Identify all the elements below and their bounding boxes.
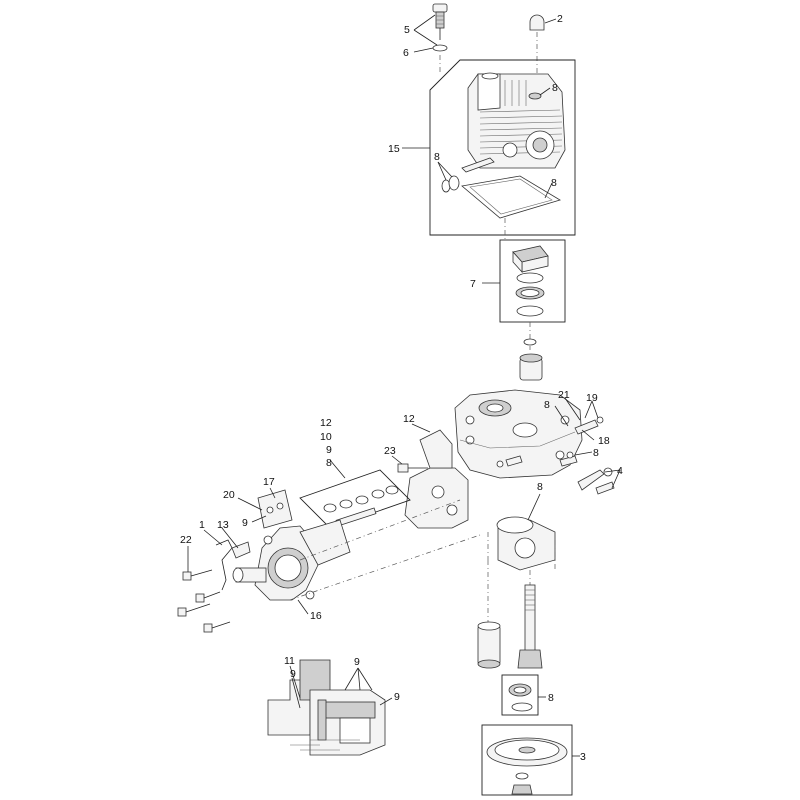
callout-17: 17 <box>263 476 275 488</box>
bearing-kit-group <box>499 239 566 323</box>
callout-8: 8 <box>326 457 332 469</box>
callout-8: 8 <box>537 481 543 493</box>
cap-plug <box>529 14 545 31</box>
callout-22: 22 <box>180 534 192 546</box>
mounting-bolts <box>177 569 231 633</box>
check-valve-parts <box>496 416 604 468</box>
callout-3: 3 <box>580 751 586 763</box>
callout-8: 8 <box>593 447 599 459</box>
callout-9: 9 <box>290 668 296 680</box>
vent-plug <box>432 3 448 40</box>
callout-12: 12 <box>320 417 332 429</box>
motor-body <box>232 519 351 601</box>
callout-labels: 5 6 2 8 15 8 8 7 21 19 8 18 8 4 8 12 10 … <box>180 13 623 763</box>
callout-13: 13 <box>217 519 229 531</box>
callout-8: 8 <box>552 82 558 94</box>
callout-9: 9 <box>394 691 400 703</box>
callout-23: 23 <box>384 445 396 457</box>
bolt <box>397 463 428 473</box>
callout-8: 8 <box>434 151 440 163</box>
lower-bearing-group <box>501 674 539 716</box>
callout-16: 16 <box>310 610 322 622</box>
callout-20: 20 <box>223 489 235 501</box>
cutaway-detail <box>267 659 386 756</box>
callout-8: 8 <box>548 692 554 704</box>
callout-12: 12 <box>403 413 415 425</box>
bushing <box>477 621 501 669</box>
callout-18: 18 <box>598 435 610 447</box>
sealing-washer <box>432 44 448 52</box>
bracket <box>215 539 251 591</box>
center-section <box>404 429 469 529</box>
callout-2: 2 <box>557 13 563 25</box>
drive-shaft <box>517 584 543 669</box>
callout-7: 7 <box>470 278 476 290</box>
callout-21: 21 <box>558 389 570 401</box>
callout-15: 15 <box>388 143 400 155</box>
callout-9: 9 <box>326 444 332 456</box>
callout-10: 10 <box>320 431 332 443</box>
manifold-plate <box>257 489 293 529</box>
callout-8: 8 <box>551 177 557 189</box>
callout-5: 5 <box>404 24 410 36</box>
callout-1: 1 <box>199 519 205 531</box>
pulley-group <box>481 724 573 796</box>
seal-kit-group <box>299 469 411 529</box>
callout-19: 19 <box>586 392 598 404</box>
callout-6: 6 <box>403 47 409 59</box>
callout-9: 9 <box>242 517 248 529</box>
main-housing <box>454 389 583 479</box>
callout-9: 9 <box>354 656 360 668</box>
callout-8: 8 <box>544 399 550 411</box>
callout-4: 4 <box>617 465 623 477</box>
leader-lines <box>187 14 621 757</box>
housing-cover-group <box>429 59 576 236</box>
coupler <box>519 338 543 381</box>
lower-plate <box>487 516 556 571</box>
callout-11: 11 <box>284 655 295 667</box>
